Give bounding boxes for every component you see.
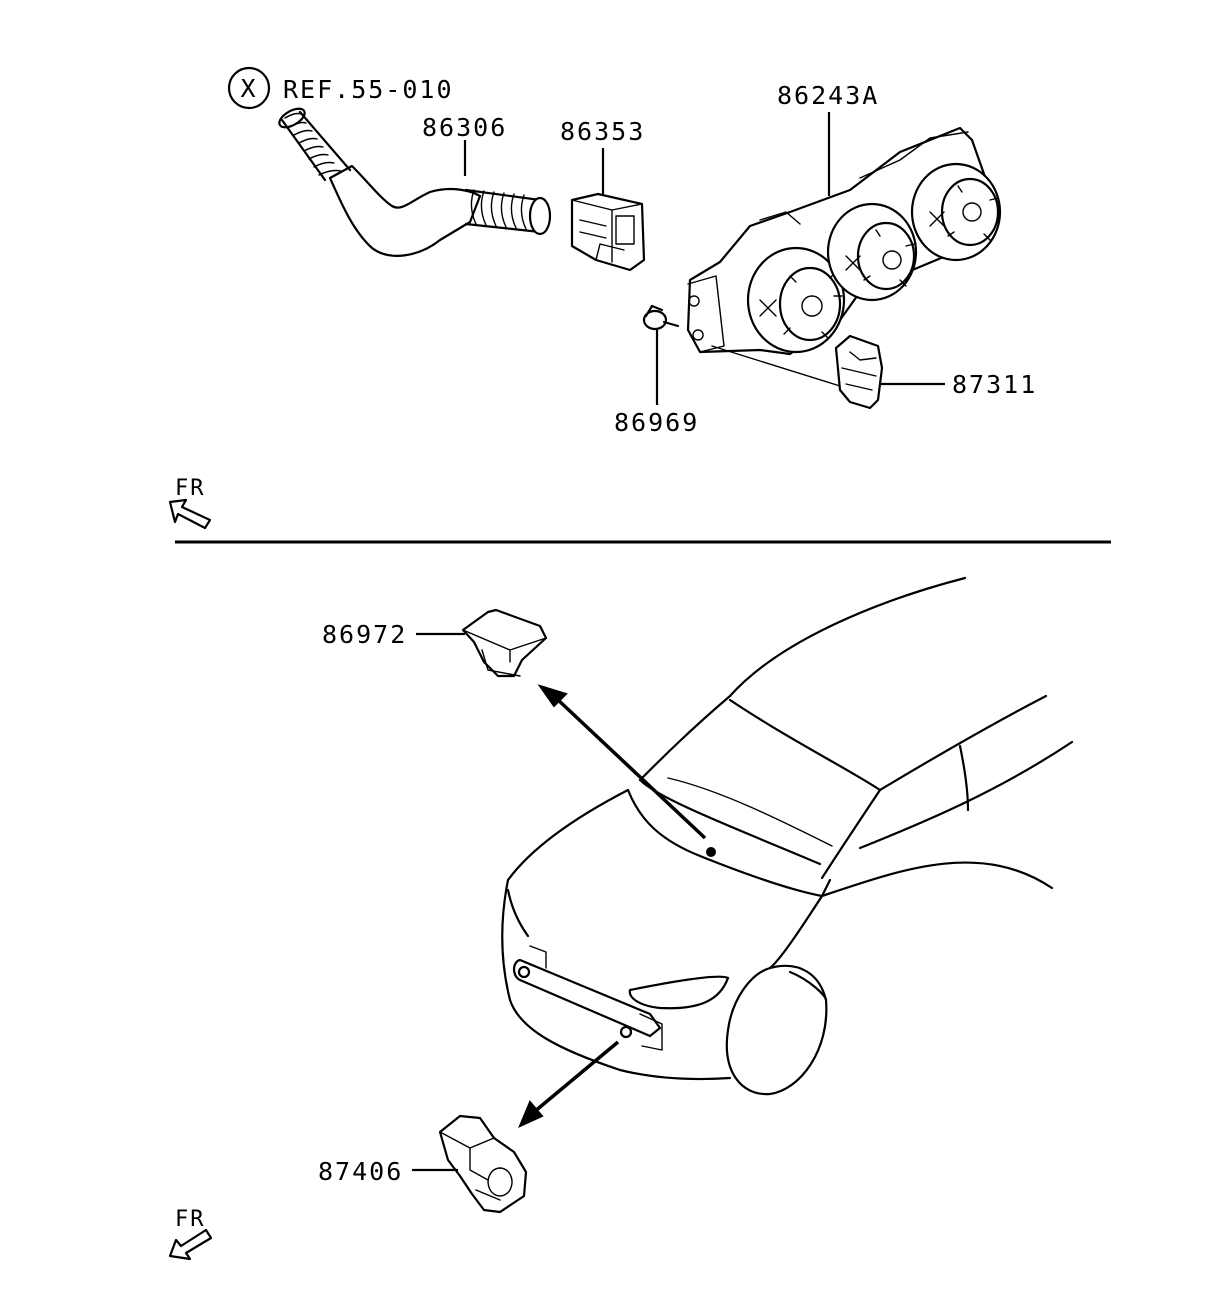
sensor-location-dot — [706, 847, 716, 857]
panel-bracket[interactable] — [834, 334, 884, 410]
ref-label: REF.55-010 — [283, 75, 454, 104]
part-number-sensor-top[interactable]: 86972 — [322, 620, 407, 649]
ref-symbol: X — [240, 74, 257, 103]
part-number-bracket[interactable]: 87311 — [952, 370, 1037, 399]
vehicle-outline — [501, 576, 1074, 1096]
assembly-line — [711, 345, 841, 387]
part-number-hose[interactable]: 86306 — [422, 113, 507, 142]
part-number-connector[interactable]: 86353 — [560, 117, 645, 146]
hose-corrugation-left — [278, 107, 352, 182]
aspirator-hose[interactable] — [276, 105, 552, 257]
ref-circle-icon — [227, 66, 271, 110]
fr-arrow-bottom-icon — [168, 1228, 213, 1261]
mode-knob-icon — [910, 162, 1002, 262]
part-number-sensor-bottom[interactable]: 87406 — [318, 1157, 403, 1186]
part-number-control-panel[interactable]: 86243A — [777, 81, 879, 110]
connector[interactable] — [570, 192, 646, 272]
orientation-fr-top: FR — [168, 476, 212, 530]
fr-label-bottom: FR — [175, 1207, 206, 1232]
heater-control-panel[interactable] — [686, 126, 1002, 356]
fan-speed-knob-icon — [826, 202, 918, 302]
ref-marker[interactable]: X REF.55-010 — [227, 66, 454, 110]
part-number-bulb[interactable]: 86969 — [614, 408, 699, 437]
fr-label-top: FR — [175, 476, 206, 501]
fr-arrow-top-icon — [168, 498, 212, 530]
illumination-bulb[interactable] — [642, 304, 680, 331]
temperature-knob-icon — [746, 246, 846, 354]
arrow-to-sensor-top — [537, 684, 707, 840]
hose-corrugation-right — [464, 188, 552, 236]
ambient-temperature-sensor[interactable] — [438, 1114, 528, 1214]
sunlight-sensor[interactable] — [461, 608, 548, 678]
orientation-fr-bottom: FR — [168, 1207, 213, 1261]
arrow-to-sensor-bottom — [518, 1040, 620, 1128]
